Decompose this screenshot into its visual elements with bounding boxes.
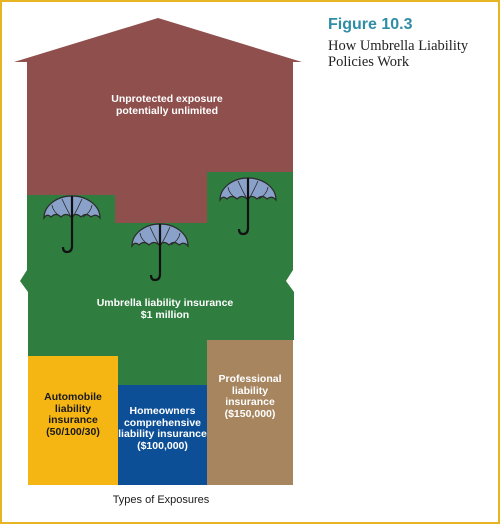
professional-coverage-block: [207, 336, 293, 485]
umbrella-icon: [219, 177, 277, 236]
automobile-coverage-block: [28, 356, 118, 485]
exposure-types-caption: Types of Exposures: [112, 494, 210, 506]
figure-number: Figure 10.3: [328, 16, 413, 33]
umbrella-icon: [131, 223, 189, 282]
umbrella-icon: [43, 195, 101, 254]
homeowners-coverage-block: [118, 385, 207, 485]
professional-liability-label: Professional liability insurance ($150,0…: [218, 373, 282, 420]
automobile-liability-label: Automobile liability insurance (50/100/3…: [44, 391, 102, 438]
figure-title: How Umbrella Liability Policies Work: [328, 38, 469, 70]
umbrella-liability-label: Umbrella liability insurance $1 million: [96, 297, 234, 321]
unprotected-exposure-label: Unprotected exposure potentially unlimit…: [111, 93, 223, 117]
homeowners-liability-label: Homeowners comprehensive liability insur…: [118, 405, 207, 452]
